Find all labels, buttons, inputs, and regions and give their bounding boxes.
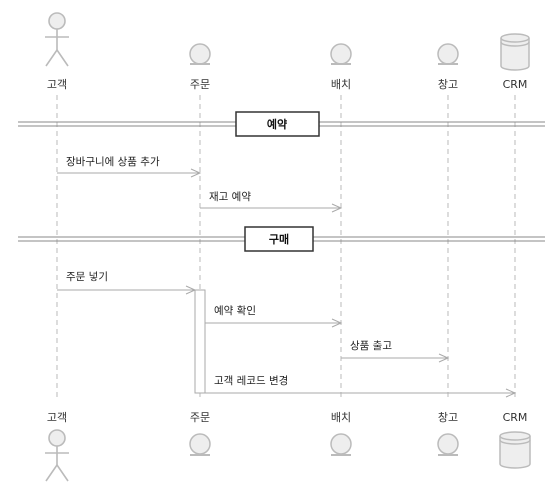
message-label: 장바구니에 상품 추가: [66, 156, 160, 168]
participant-label: 주문: [190, 78, 210, 91]
participant-label: 고객: [47, 411, 67, 424]
participant-customer-bottom: 고객: [45, 411, 69, 482]
actor-icon: [45, 12, 69, 67]
participant-label: CRM: [503, 78, 528, 91]
message-reserve-stock: 재고 예약: [200, 190, 343, 213]
participant-warehouse-bottom: 창고: [437, 411, 459, 456]
divider-purchase: 구매: [18, 226, 545, 252]
participant-crm-top: CRM: [500, 33, 530, 91]
database-icon: [499, 431, 531, 469]
entity-icon: [437, 43, 459, 65]
message-label: 주문 넣기: [66, 271, 108, 283]
entity-icon: [189, 43, 211, 65]
participant-customer-top: 고객: [45, 12, 69, 91]
database-icon: [500, 33, 530, 71]
participant-label: 창고: [438, 411, 458, 424]
participant-batch-bottom: 배치: [330, 411, 352, 456]
participant-warehouse-top: 창고: [437, 43, 459, 91]
message-label: 예약 확인: [214, 304, 256, 317]
participant-crm-bottom: CRM: [499, 411, 531, 469]
entity-icon: [189, 433, 211, 456]
participant-order-top: 주문: [189, 43, 211, 91]
divider-label: 구매: [269, 232, 289, 246]
divider-label: 예약: [267, 117, 287, 131]
message-update-customer-record: 고객 레코드 변경: [205, 374, 517, 398]
participant-label: 주문: [190, 411, 210, 424]
entity-icon: [437, 433, 459, 456]
participant-label: 배치: [331, 78, 351, 91]
message-confirm-reservation: 예약 확인: [205, 304, 343, 328]
message-label: 고객 레코드 변경: [214, 374, 288, 387]
entity-icon: [330, 43, 352, 65]
participant-order-bottom: 주문: [189, 411, 211, 456]
participant-label: 창고: [438, 78, 458, 91]
actor-icon: [45, 429, 69, 482]
message-add-to-cart: 장바구니에 상품 추가: [57, 156, 202, 178]
entity-icon: [330, 433, 352, 456]
message-label: 재고 예약: [209, 190, 251, 203]
message-label: 상품 출고: [350, 340, 392, 352]
participant-label: CRM: [503, 411, 528, 424]
participant-label: 배치: [331, 411, 351, 424]
divider-reservation: 예약: [18, 111, 545, 137]
message-place-order: 주문 넣기: [57, 271, 197, 295]
participant-label: 고객: [47, 78, 67, 91]
activation-bar: [194, 289, 206, 394]
participant-batch-top: 배치: [330, 43, 352, 91]
message-ship-goods: 상품 출고: [341, 340, 450, 363]
